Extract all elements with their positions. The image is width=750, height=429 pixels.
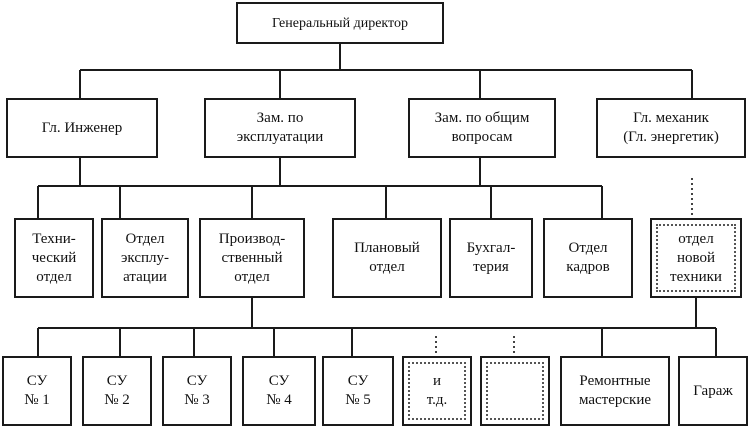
etc-box: и т.д. (402, 356, 472, 426)
su-4-box: СУ № 4 (242, 356, 316, 426)
new-tech-dept-box: отдел новой техники (650, 218, 742, 298)
repair-shops-box: Ремонтные мастерские (560, 356, 670, 426)
deputy-operations-box: Зам. по эксплуатации (204, 98, 356, 158)
chief-mechanic-box: Гл. механик (Гл. энергетик) (596, 98, 746, 158)
chief-engineer-box: Гл. Инженер (6, 98, 158, 158)
general-director-box: Генеральный директор (236, 2, 444, 44)
su-1-box: СУ № 1 (2, 356, 72, 426)
accounting-box: Бухгал- терия (449, 218, 533, 298)
empty-unit-box (480, 356, 550, 426)
technical-dept-box: Техни- ческий отдел (14, 218, 94, 298)
planning-dept-box: Плановый отдел (332, 218, 442, 298)
operations-dept-box: Отдел эксплу- атации (101, 218, 189, 298)
production-dept-box: Производ- ственный отдел (199, 218, 305, 298)
su-2-box: СУ № 2 (82, 356, 152, 426)
hr-dept-box: Отдел кадров (543, 218, 633, 298)
garage-box: Гараж (678, 356, 748, 426)
su-3-box: СУ № 3 (162, 356, 232, 426)
deputy-general-box: Зам. по общим вопросам (408, 98, 556, 158)
su-5-box: СУ № 5 (322, 356, 394, 426)
